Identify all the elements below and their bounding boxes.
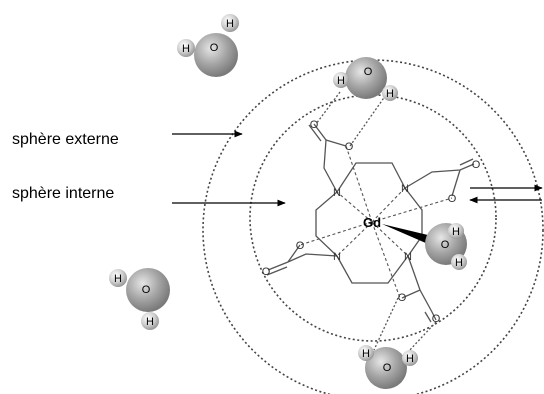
oxygen-label: O [448,193,457,205]
nitrogen-label: N [401,183,409,195]
gadolinium-label: Gd [363,215,381,230]
svg-text:O: O [364,66,373,78]
oxygen-label: O [472,159,481,171]
oxygen-label: O [432,313,441,325]
dota-ligand-bonds [267,123,475,321]
nitrogen-label: N [333,187,341,199]
svg-text:O: O [210,42,219,54]
carbonyl-double-bonds [266,124,474,323]
oxygen-label: O [262,266,271,278]
svg-text:H: H [226,18,234,30]
svg-text:H: H [182,43,190,55]
svg-text:H: H [452,226,460,238]
hydrogen-bonds [315,91,437,353]
oxygen-label: O [310,119,319,131]
oxygen-label: O [345,141,354,153]
outer-sphere-circle [202,59,544,394]
nitrogen-label: N [333,251,341,263]
second-sphere-water-bottom: H H O [358,345,418,389]
free-water-molecule: H H O [177,14,239,77]
svg-text:H: H [386,88,394,100]
inner-sphere-label: sphère interne [12,185,115,202]
outer-sphere-label: sphère externe [12,131,119,148]
svg-text:H: H [146,316,154,328]
svg-text:H: H [406,353,414,365]
oxygen-label: O [296,240,305,252]
svg-text:O: O [383,362,392,374]
inner-sphere-water: H H O [425,223,467,270]
coordination-bonds [299,145,453,299]
free-water-molecule: H H O [109,268,170,330]
oxygen-label: O [398,292,407,304]
atom-labels: N N N N O O O O O O O O [262,119,481,325]
svg-text:O: O [441,239,450,251]
svg-text:O: O [142,284,151,296]
second-sphere-water-top: H H O [333,57,398,101]
svg-text:H: H [362,348,370,360]
svg-text:H: H [114,273,122,285]
nitrogen-label: N [404,251,412,263]
svg-text:H: H [455,257,463,269]
inner-water-wedge [382,224,432,244]
inner-sphere-circle [249,94,497,342]
svg-text:H: H [337,75,345,87]
